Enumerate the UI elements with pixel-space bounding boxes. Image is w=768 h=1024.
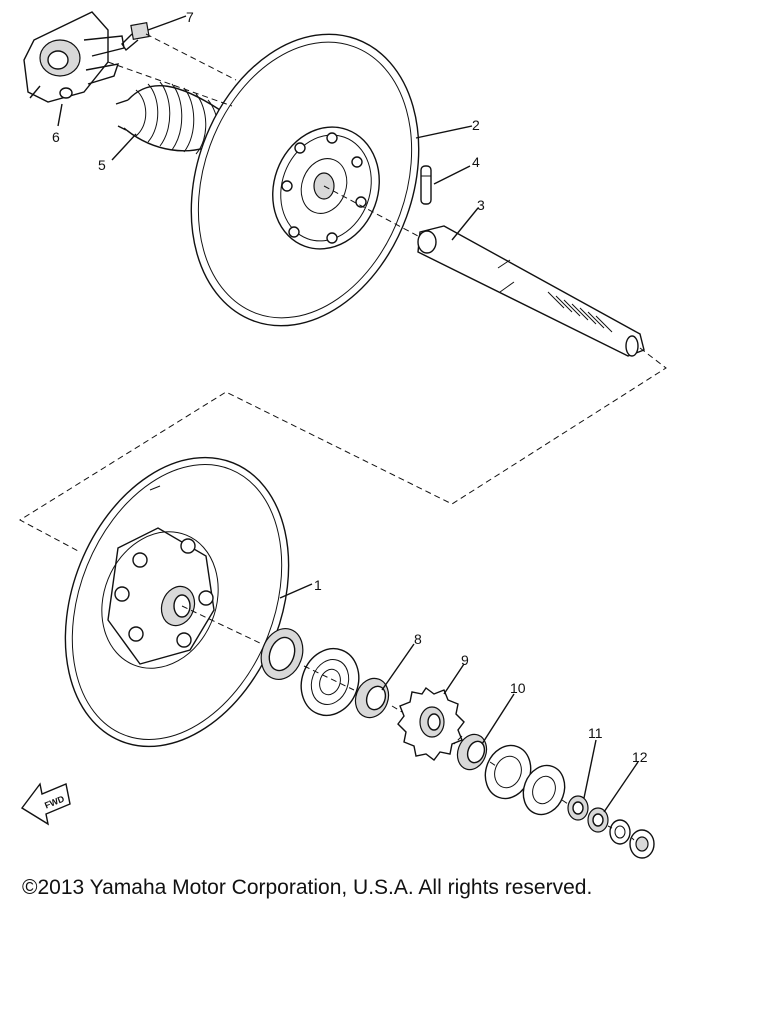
weight-bracket — [23, 11, 125, 103]
end-washer — [609, 819, 631, 845]
sprocket — [397, 686, 465, 761]
callout-1: 1 — [314, 577, 322, 593]
copyright-notice: ©2013 Yamaha Motor Corporation, U.S.A. A… — [22, 876, 593, 899]
bearing-small-1 — [484, 744, 532, 800]
callout-10: 10 — [510, 680, 526, 696]
bearing-large — [300, 647, 360, 717]
callout-4: 4 — [472, 154, 480, 170]
callout-2: 2 — [472, 117, 480, 133]
leader-lines — [57, 15, 639, 813]
callout-5: 5 — [98, 157, 106, 173]
callout-9: 9 — [461, 652, 469, 668]
callout-12: 12 — [632, 749, 648, 765]
nut — [587, 807, 609, 833]
oil-seal — [260, 628, 304, 680]
callout-7: 7 — [186, 9, 194, 25]
drive-shaft — [417, 225, 645, 357]
callout-3: 3 — [477, 197, 485, 213]
bearing-small-2 — [522, 764, 566, 816]
bolt — [121, 21, 171, 52]
parts-diagram: 1 2 3 4 5 6 7 8 9 10 11 12 FWD — [18, 9, 667, 859]
end-nut — [629, 829, 655, 859]
sheave-disc-lower — [64, 456, 290, 748]
dowel-pin — [420, 165, 432, 205]
fwd-arrow-icon: FWD — [20, 782, 71, 826]
callout-11: 11 — [588, 725, 603, 741]
callout-6: 6 — [52, 129, 60, 145]
callout-8: 8 — [414, 631, 422, 647]
collar — [354, 677, 390, 719]
spacer — [456, 733, 488, 771]
sheave-disc-upper — [190, 33, 420, 327]
washer — [567, 795, 589, 821]
